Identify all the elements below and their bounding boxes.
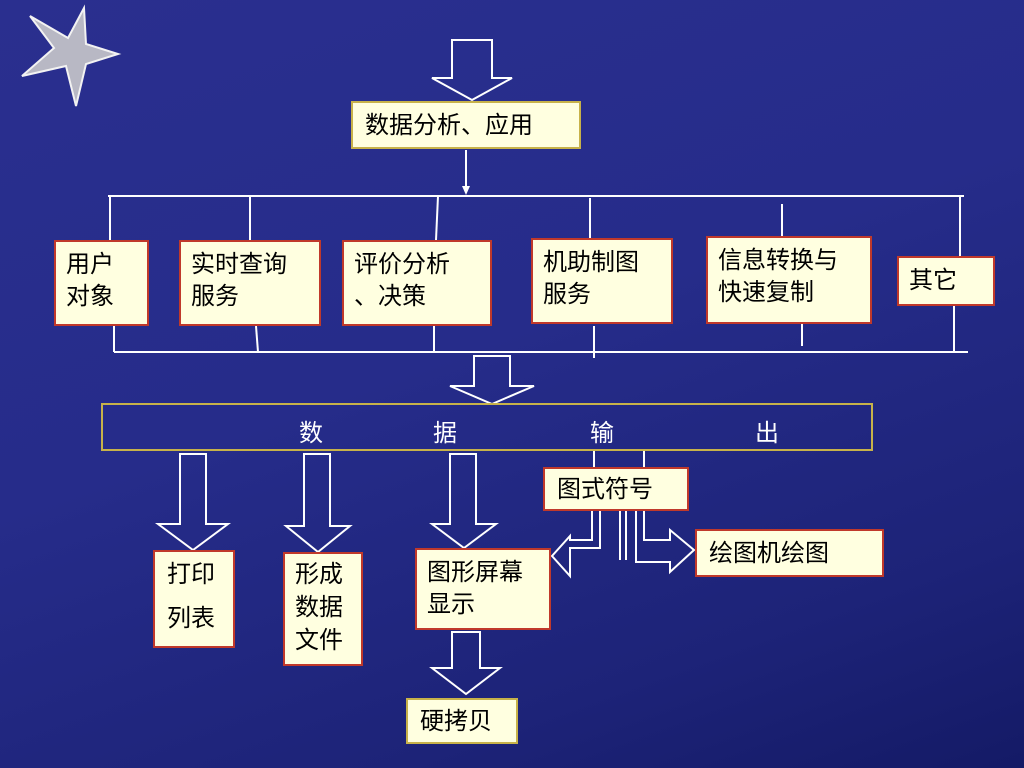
plotter-box: 绘图机绘图 xyxy=(695,529,884,577)
hardcopy-box: 硬拷贝 xyxy=(406,698,518,744)
data-file-box: 形成 数据 文件 xyxy=(283,552,363,666)
down-arrow-print xyxy=(154,453,232,552)
service-box-conversion: 信息转换与 快速复制 xyxy=(706,236,872,324)
service-box-realtime-query: 实时查询 服务 xyxy=(179,240,321,326)
right-arrow-plotter xyxy=(635,507,696,575)
print-list-box: 打印 列表 xyxy=(153,550,235,648)
down-arrow-screen xyxy=(429,453,499,550)
down-arrow-file xyxy=(283,453,353,554)
service-box-mapping: 机助制图 服务 xyxy=(531,238,673,324)
down-arrow-hardcopy xyxy=(429,631,503,696)
down-arrow-middle xyxy=(449,355,535,406)
down-arrow-top xyxy=(431,39,513,102)
service-box-evaluation: 评价分析 、决策 xyxy=(342,240,492,326)
output-char-2: 据 xyxy=(433,419,457,447)
output-char-4: 出 xyxy=(755,419,779,447)
output-char-1: 数 xyxy=(299,419,323,447)
output-char-3: 输 xyxy=(590,419,614,447)
screen-display-box: 图形屏幕 显示 xyxy=(415,548,551,630)
service-box-other: 其它 xyxy=(897,256,995,306)
star-icon xyxy=(21,4,122,107)
symbol-box: 图式符号 xyxy=(543,467,689,511)
data-analysis-box: 数据分析、应用 xyxy=(351,101,581,149)
left-arrow-screen xyxy=(550,507,601,579)
data-output-bar: 数 据 输 出 xyxy=(101,403,873,451)
service-box-user-object: 用户 对象 xyxy=(54,240,149,326)
